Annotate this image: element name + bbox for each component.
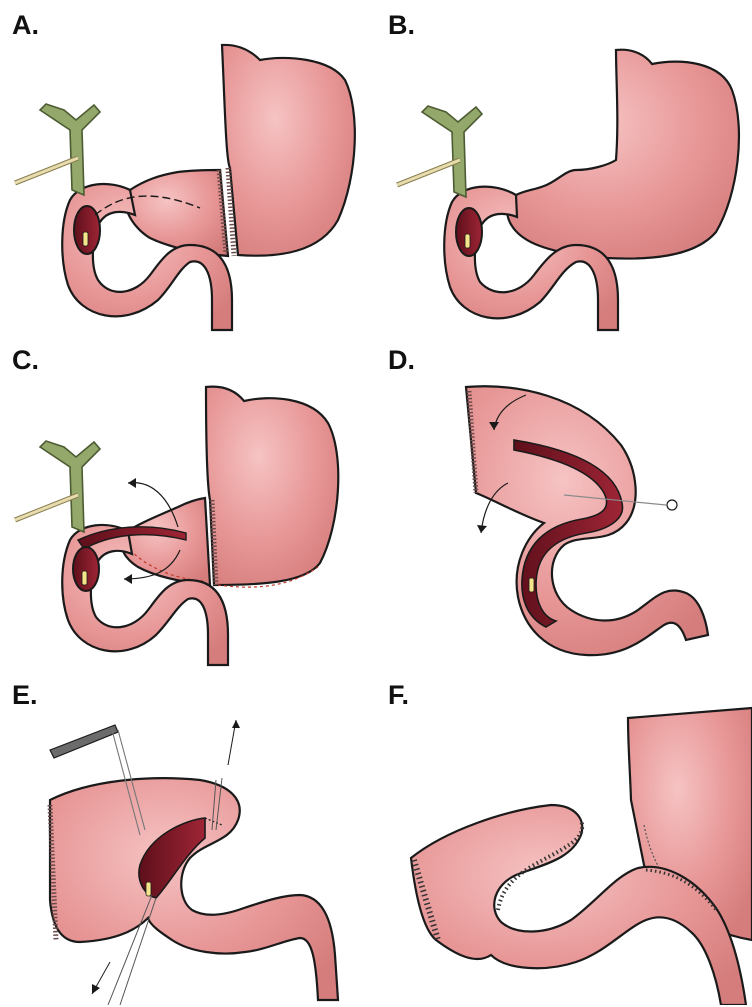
panel-label: F. <box>388 680 409 711</box>
panel-e: E. <box>0 670 376 1005</box>
panel-label: A. <box>12 10 39 41</box>
panel-b: B. <box>376 0 752 335</box>
illustration-b <box>376 0 752 335</box>
panel-label: D. <box>388 345 415 376</box>
panel-a: A. <box>0 0 376 335</box>
panel-f: F. <box>376 670 752 1005</box>
panel-label: E. <box>12 680 38 711</box>
panel-c: C. <box>0 335 376 670</box>
illustration-a <box>0 0 376 335</box>
panel-d: D. <box>376 335 752 670</box>
panel-label: B. <box>388 10 415 41</box>
panel-label: C. <box>12 345 39 376</box>
illustration-d <box>376 335 752 670</box>
illustration-f <box>376 670 752 1005</box>
illustration-e <box>0 670 376 1005</box>
illustration-c <box>0 335 376 670</box>
